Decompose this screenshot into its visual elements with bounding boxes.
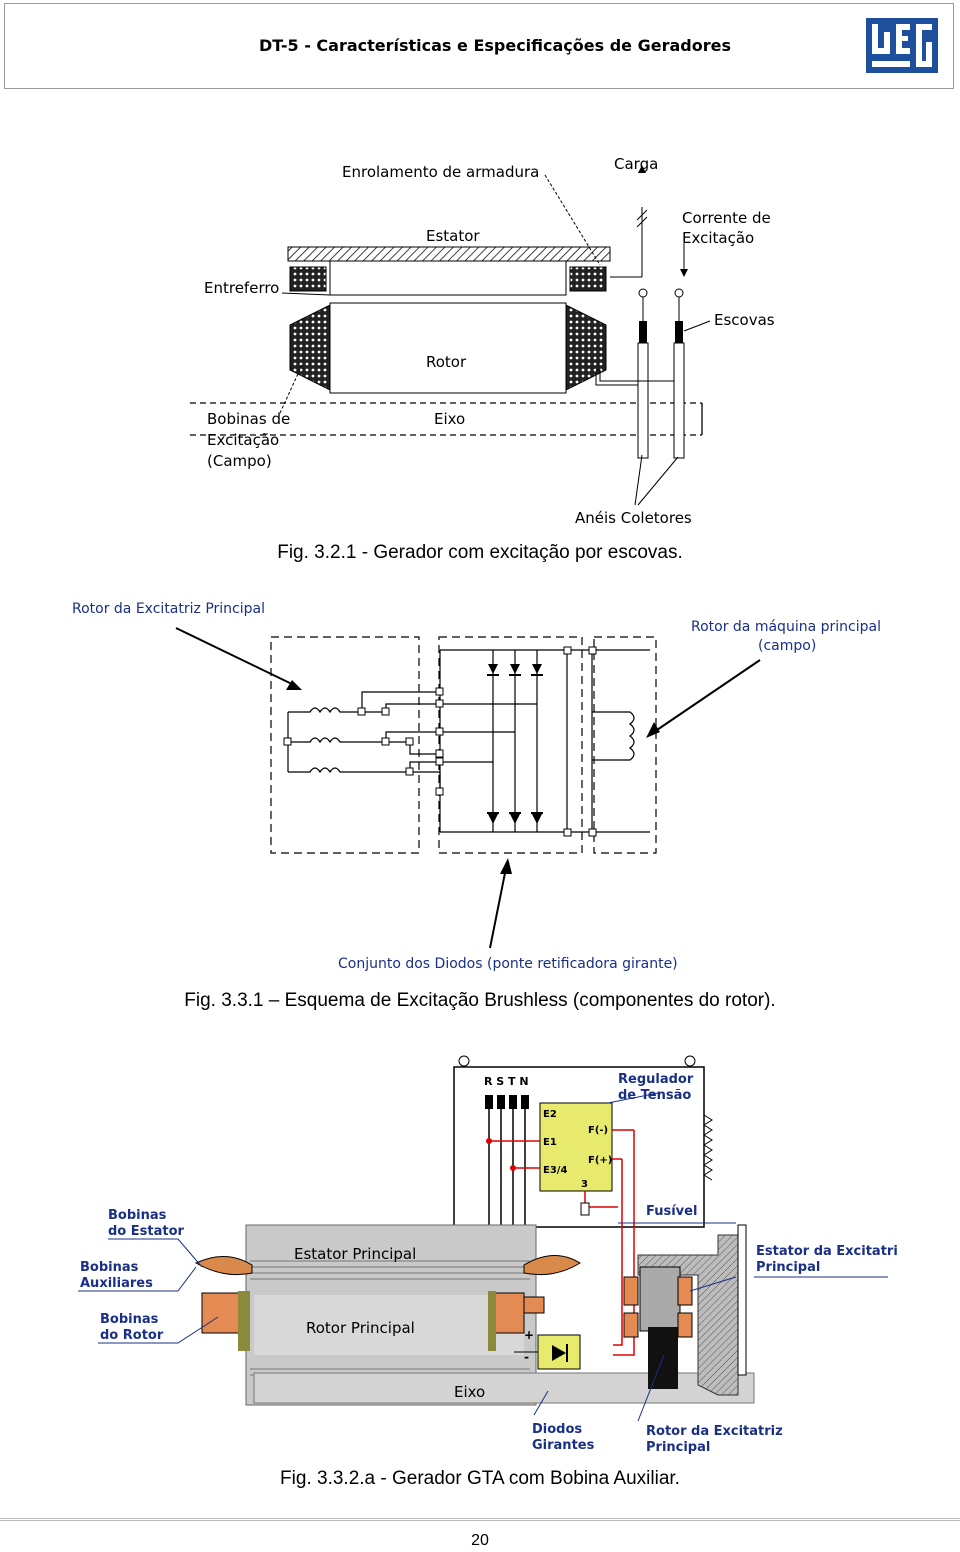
label-stator-coils-2: do Estator — [108, 1224, 185, 1239]
label-exciter-rotor-2: Principal — [646, 1440, 710, 1455]
label-field-coils-2: Excitação — [207, 431, 279, 449]
label-aux-coils-2: Auxiliares — [80, 1276, 153, 1291]
gta-generator-diagram: R S T N Regulador de Tensão E2 E1 E3/4 F… — [78, 1055, 898, 1455]
label-air-gap: Entreferro — [204, 279, 279, 297]
rotor-body — [329, 302, 567, 394]
label-exciter-rotor-1: Rotor da Excitatriz — [646, 1424, 783, 1439]
label-regulator-2: de Tensão — [618, 1088, 691, 1103]
label-shaft-3: Eixo — [454, 1383, 485, 1401]
voltage-regulator-box — [539, 1102, 613, 1192]
page-number: 20 — [471, 1532, 489, 1549]
label-main-rotor-1: Rotor da máquina principal — [691, 619, 881, 635]
label-slip-rings: Anéis Coletores — [575, 509, 692, 527]
label-rot-diodes-2: Girantes — [532, 1438, 595, 1453]
label-minus: - — [524, 1350, 529, 1364]
label-excitation-current-1: Corrente de — [682, 209, 771, 227]
label-excitation-current-2: Excitação — [682, 229, 754, 247]
label-armature: Enrolamento de armadura — [342, 163, 539, 181]
label-diode-assembly: Conjunto dos Diodos (ponte retificadora … — [338, 956, 678, 972]
label-fplus: F(+) — [588, 1155, 612, 1166]
label-e34: E3/4 — [543, 1165, 567, 1176]
label-exciter-rotor: Rotor da Excitatriz Principal — [72, 601, 265, 617]
label-e1: E1 — [543, 1137, 557, 1148]
label-e2: E2 — [543, 1109, 557, 1120]
label-main-stator: Estator Principal — [294, 1245, 416, 1263]
label-fminus: F(-) — [588, 1125, 608, 1136]
label-exciter-stator-2: Principal — [756, 1260, 820, 1275]
brushed-generator-diagram: Enrolamento de armadura Carga Estator Co… — [190, 155, 775, 527]
caption-fig3: Fig. 3.3.2.a - Gerador GTA com Bobina Au… — [280, 1468, 680, 1489]
label-load: Carga — [614, 155, 658, 173]
label-fuse: Fusível — [646, 1204, 697, 1219]
label-stator-coils-1: Bobinas — [108, 1208, 167, 1223]
caption-fig2: Fig. 3.3.1 – Esquema de Excitação Brushl… — [184, 990, 776, 1011]
footer-divider — [0, 1518, 960, 1521]
weg-logo — [866, 18, 938, 73]
label-three: 3 — [581, 1179, 588, 1190]
label-brushes: Escovas — [714, 311, 775, 329]
label-plus: + — [524, 1328, 534, 1342]
label-aux-coils-1: Bobinas — [80, 1260, 139, 1275]
label-field-coils-1: Bobinas de — [207, 410, 290, 428]
shaft-bar — [253, 1372, 755, 1404]
label-rstn: R S T N — [484, 1075, 529, 1088]
caption-fig1: Fig. 3.2.1 - Gerador com excitação por e… — [277, 542, 683, 563]
page-header — [4, 3, 954, 89]
label-regulator-1: Regulador — [618, 1072, 694, 1087]
label-field-coils-3: (Campo) — [207, 452, 272, 470]
page-title: DT-5 - Características e Especificações … — [259, 36, 731, 55]
stator-bar — [287, 246, 611, 262]
label-exciter-stator-1: Estator da Excitatriz — [756, 1244, 898, 1259]
label-rotor-coils-2: do Rotor — [100, 1328, 164, 1343]
label-rotor-coils-1: Bobinas — [100, 1312, 159, 1327]
label-shaft: Eixo — [434, 410, 465, 428]
brushless-excitation-diagram: Rotor da Excitatriz Principal Rotor da m… — [72, 601, 881, 972]
label-stator: Estator — [426, 227, 480, 245]
label-main-rotor-2: (campo) — [758, 638, 816, 654]
label-rotor: Rotor — [426, 353, 467, 371]
label-main-rotor: Rotor Principal — [306, 1319, 415, 1337]
label-rot-diodes-1: Diodos — [532, 1422, 582, 1437]
